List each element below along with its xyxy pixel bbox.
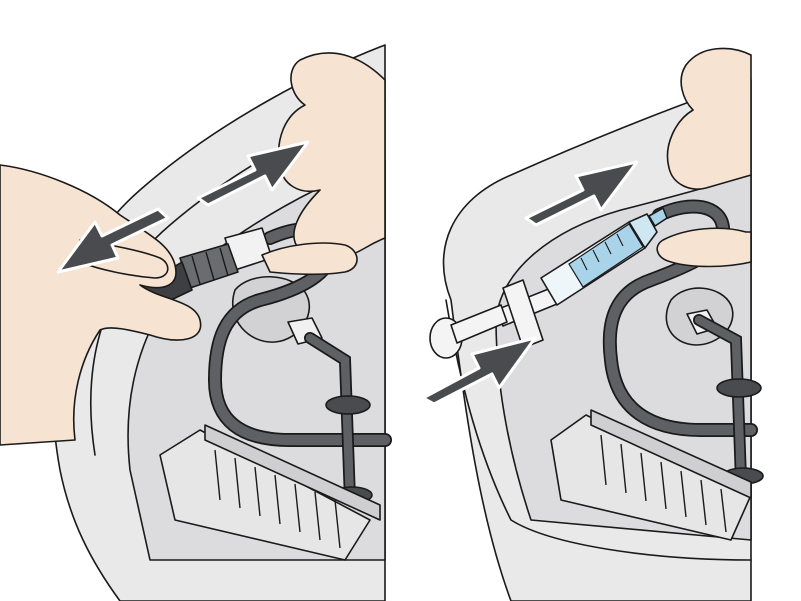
left-illustration — [0, 44, 392, 601]
hose-vertical-fill — [694, 315, 746, 485]
panel-left — [0, 0, 400, 601]
panel-right — [401, 0, 801, 601]
arrow-up-right-icon — [524, 160, 639, 227]
hose-vertical-fill — [305, 333, 355, 505]
syringe-icon — [429, 207, 668, 359]
hand-right-finger — [261, 242, 358, 276]
vent-grille — [550, 409, 752, 541]
arrow-push-icon — [421, 336, 537, 406]
arrow-left-icon — [56, 207, 170, 274]
hand-right — [666, 47, 752, 190]
hand-left — [0, 164, 202, 446]
hand-lower-finger — [656, 227, 752, 268]
clamp-upper — [325, 395, 371, 415]
hand-right — [278, 52, 386, 261]
clamp-upper — [716, 378, 762, 398]
syringe-liquid — [568, 223, 644, 288]
arrow-up-right-icon — [196, 140, 310, 207]
hose-loop-fill — [604, 201, 757, 436]
right-illustration — [421, 47, 764, 601]
vent-grille — [159, 424, 381, 561]
